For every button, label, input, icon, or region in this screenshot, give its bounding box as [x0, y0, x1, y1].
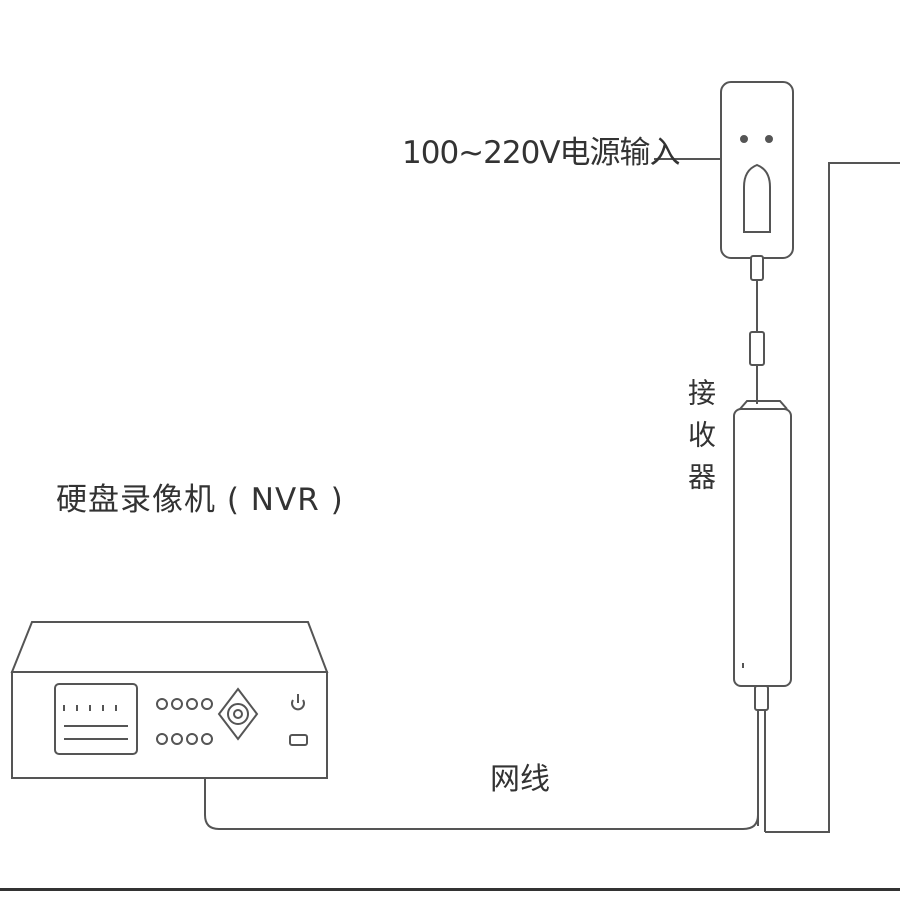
nvr-front-buttons: [156, 698, 213, 745]
usb-port-icon: [289, 734, 308, 746]
bottom-divider: [0, 888, 900, 891]
receiver-label: 接收器: [684, 378, 717, 504]
network-cable-label: 网线: [490, 762, 550, 797]
power-outlet-icon: [654, 81, 794, 259]
nvr-device-icon: [10, 621, 329, 779]
power-input-label: 100~220V电源输入: [402, 135, 681, 171]
power-button-icon: [291, 694, 305, 711]
nvr-label: 硬盘录像机 ( NVR ): [56, 482, 344, 518]
nvr-navigation-pad: [217, 687, 259, 741]
power-plug-icon: [749, 255, 765, 404]
receiver-device-icon: [733, 400, 792, 832]
network-cable: [204, 778, 759, 830]
outgoing-cable: [765, 162, 900, 833]
